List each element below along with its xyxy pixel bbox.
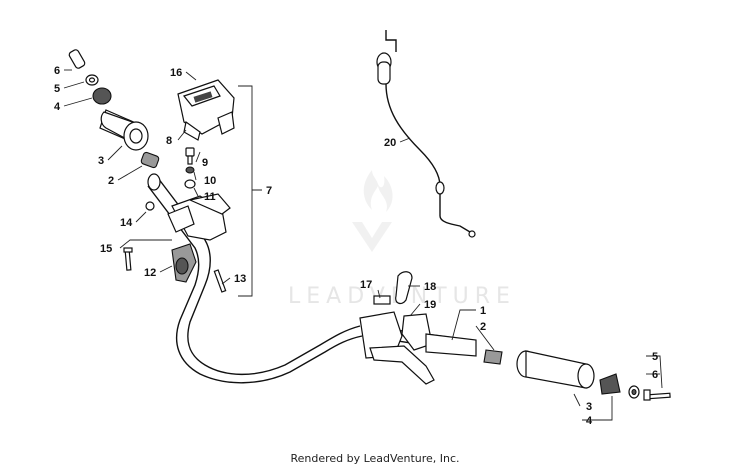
callout-2-left: 2	[108, 175, 114, 187]
callout-3-right: 3	[586, 401, 592, 413]
cable-assembly	[376, 30, 476, 238]
callout-11: 11	[204, 191, 216, 203]
callout-5-left: 5	[54, 83, 60, 95]
callout-14: 14	[120, 217, 133, 229]
callout-5-right: 5	[652, 351, 658, 363]
callout-6-left: 6	[54, 65, 60, 77]
callout-10: 10	[204, 175, 216, 187]
callout-12: 12	[144, 267, 156, 279]
control-block	[123, 193, 231, 293]
leader-lines	[63, 69, 663, 421]
callout-19: 19	[424, 299, 436, 311]
right-grip-assembly	[516, 350, 671, 401]
switch-housing	[177, 79, 235, 141]
callout-3-left: 3	[98, 155, 104, 167]
callout-4-right: 4	[586, 415, 593, 427]
callout-9: 9	[202, 157, 208, 169]
callout-16: 16	[170, 67, 182, 79]
watermark-logo	[352, 170, 393, 252]
callout-2-right: 2	[480, 321, 486, 333]
callout-7: 7	[266, 185, 272, 197]
callout-18: 18	[424, 281, 436, 293]
screw-washer-stack	[184, 147, 196, 189]
callout-20: 20	[384, 137, 396, 149]
callout-15: 15	[100, 243, 112, 255]
callout-6-right: 6	[652, 369, 658, 381]
callout-17: 17	[360, 279, 372, 291]
bracket-7	[238, 85, 262, 297]
left-grip-assembly	[68, 49, 160, 169]
callout-4-left: 4	[54, 101, 61, 113]
callout-13: 13	[234, 273, 246, 285]
footer-credit: Rendered by LeadVenture, Inc.	[290, 452, 459, 465]
callout-labels: 6 5 4 3 2 16 8 9 10 11 7 14 15 12 13 20 …	[54, 65, 658, 427]
right-control-assembly	[359, 271, 503, 385]
callout-8: 8	[166, 135, 172, 147]
callout-1: 1	[480, 305, 486, 317]
